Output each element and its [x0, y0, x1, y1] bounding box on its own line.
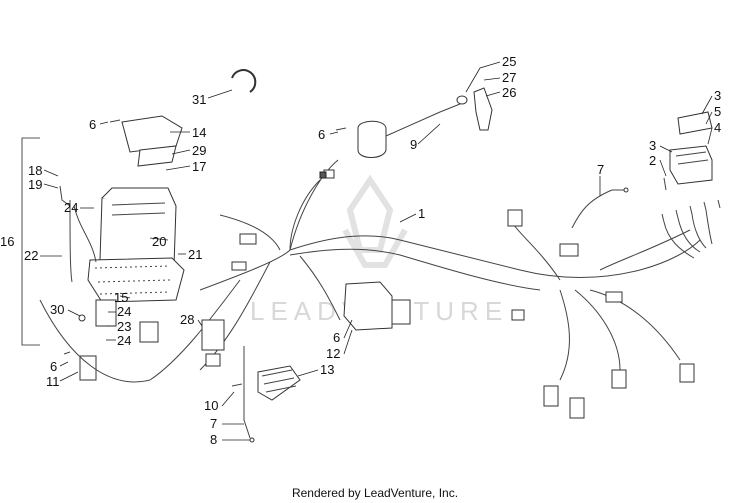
battery-assembly	[21, 69, 257, 381]
callout-1: 1	[418, 206, 425, 221]
fuse-block	[669, 111, 713, 185]
callout-19: 19	[28, 177, 42, 192]
callout-21: 21	[188, 247, 202, 262]
ignition-coil	[357, 87, 493, 158]
ground-wire-upper	[571, 187, 629, 229]
callout-23: 23	[117, 319, 131, 334]
main-wiring-harness	[39, 159, 701, 419]
callout-18: 18	[28, 163, 42, 178]
footer-credit: Rendered by LeadVenture, Inc.	[291, 486, 459, 500]
terminal-leads	[661, 199, 721, 259]
callout-25: 25	[502, 54, 516, 69]
callout-20: 20	[152, 234, 166, 249]
callout-28: 28	[180, 312, 194, 327]
callout-7: 7	[597, 162, 604, 177]
callout-11: 11	[46, 374, 60, 389]
leader-lines	[40, 61, 713, 441]
callout-26: 26	[502, 85, 516, 100]
wiring-harness-diagram: LEADVENTURE	[0, 54, 721, 447]
voltage-regulator	[257, 365, 301, 401]
callout-30: 30	[50, 302, 64, 317]
callout-7: 7	[210, 416, 217, 431]
callout-12: 12	[326, 346, 340, 361]
callout-6: 6	[333, 330, 340, 345]
callout-6: 6	[89, 117, 96, 132]
callout-3: 3	[714, 88, 721, 103]
callout-5: 5	[714, 104, 721, 119]
callout-10: 10	[204, 398, 218, 413]
callout-24: 24	[117, 333, 131, 348]
cdi-module	[343, 281, 411, 331]
callout-24: 24	[117, 304, 131, 319]
callout-24: 24	[64, 200, 78, 215]
callout-labels: 31 6 14 29 17 18 19 16 22 24 20 21 15 30…	[0, 54, 721, 447]
callout-17: 17	[192, 159, 206, 174]
callout-9: 9	[410, 137, 417, 152]
callout-31: 31	[192, 92, 206, 107]
starter-relay	[201, 319, 225, 367]
callout-16: 16	[0, 234, 14, 249]
callout-3: 3	[649, 138, 656, 153]
callout-27: 27	[502, 70, 516, 85]
callout-22: 22	[24, 248, 38, 263]
callout-6: 6	[318, 127, 325, 142]
callout-4: 4	[714, 120, 721, 135]
callout-2: 2	[649, 153, 656, 168]
callout-6: 6	[50, 359, 57, 374]
callout-8: 8	[210, 432, 217, 447]
callout-13: 13	[320, 362, 334, 377]
callout-29: 29	[192, 143, 206, 158]
ground-wire-lower	[231, 346, 255, 443]
callout-14: 14	[192, 125, 206, 140]
hardware-screws	[63, 119, 667, 355]
callout-15: 15	[114, 290, 128, 305]
